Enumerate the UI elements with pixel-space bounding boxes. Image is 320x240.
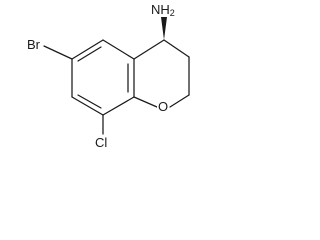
amine-label: NH2 (150, 2, 176, 18)
bromo-label: Br (26, 37, 41, 52)
chloro-label: Cl (94, 135, 109, 150)
structure-drawing (43, 17, 190, 135)
bond-c2-o1 (169, 94, 190, 108)
bond-c6-br (43, 45, 73, 60)
bond-c4a-c5 (102, 39, 135, 60)
stereo-wedge-bond (161, 17, 167, 40)
bond-c4a-c4 (133, 39, 165, 60)
bond-c5-c6 (71, 39, 104, 60)
amine-subscript: 2 (169, 8, 175, 18)
bond-c7-c8 (71, 96, 104, 116)
double-bond-c5-c6 (77, 46, 102, 62)
amine-element: NH (151, 2, 170, 17)
bond-o1-c8a (133, 96, 158, 108)
bond-c8-c8a (102, 96, 135, 116)
chemical-structure: NH2 Br Cl O (0, 0, 192, 178)
double-bond-c7-c8 (77, 94, 102, 109)
oxygen-label: O (157, 99, 170, 114)
bond-c4-c3 (163, 39, 190, 58)
